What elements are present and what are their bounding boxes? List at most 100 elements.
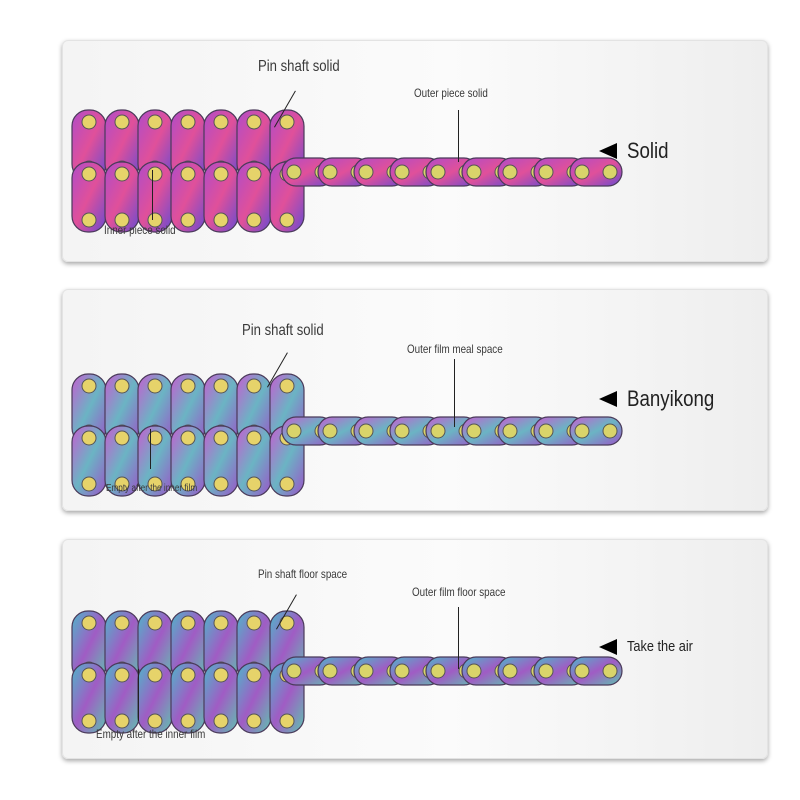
chain-pin <box>147 114 163 130</box>
chain-illustration <box>71 373 623 497</box>
chain-pin <box>81 667 97 683</box>
chain-pin <box>574 164 590 180</box>
chain-pin <box>114 430 130 446</box>
chain-pin <box>180 166 196 182</box>
type-tag: Banyikong <box>599 386 730 412</box>
chain-pin <box>466 423 482 439</box>
type-tag-text: Take the air <box>627 638 693 655</box>
chain-pin <box>180 114 196 130</box>
chain-pin <box>502 423 518 439</box>
chain-pin <box>430 164 446 180</box>
chain-pin <box>180 713 196 729</box>
chain-pin <box>81 430 97 446</box>
chain-illustration <box>71 109 623 233</box>
chain-pin <box>81 476 97 492</box>
chain-panel-banyikong: Pin shaft solid Outer film meal space Em… <box>62 289 768 511</box>
chain-pin <box>114 476 130 492</box>
chain-pin <box>394 423 410 439</box>
chain-pin <box>81 114 97 130</box>
chain-pin <box>147 430 163 446</box>
chain-pin <box>81 615 97 631</box>
chain-pin <box>286 423 302 439</box>
chain-pin <box>114 615 130 631</box>
chain-pin <box>213 166 229 182</box>
chain-pin <box>279 378 295 394</box>
chain-pin <box>180 667 196 683</box>
chain-pin <box>286 164 302 180</box>
chain-pin <box>246 615 262 631</box>
chain-pin <box>180 430 196 446</box>
chain-pin <box>180 212 196 228</box>
chain-panel-take-the-air: Pin shaft floor space Outer film floor s… <box>62 539 768 759</box>
chain-pin <box>147 667 163 683</box>
chain-pin <box>246 667 262 683</box>
outer-film-label: Outer film meal space <box>407 342 503 356</box>
chain-pin <box>466 164 482 180</box>
chain-illustration <box>71 610 623 734</box>
chain-pin <box>322 423 338 439</box>
inner-film-label: Empty after the inner film <box>96 727 206 741</box>
chain-pin <box>538 164 554 180</box>
chain-pin <box>81 378 97 394</box>
chain-pin <box>322 663 338 679</box>
chain-pin <box>394 164 410 180</box>
chain-pin <box>246 212 262 228</box>
chain-pin <box>246 476 262 492</box>
chain-pin <box>213 212 229 228</box>
chain-pin <box>538 663 554 679</box>
chain-pin <box>602 423 618 439</box>
chain-pin <box>246 166 262 182</box>
pin-shaft-label: Pin shaft floor space <box>258 567 348 581</box>
type-tag-text: Banyikong <box>627 386 715 411</box>
chain-pin <box>466 663 482 679</box>
chain-pin <box>81 713 97 729</box>
chain-pin <box>430 663 446 679</box>
chain-pin <box>147 378 163 394</box>
chain-pin <box>81 212 97 228</box>
type-tag: Solid <box>599 138 676 164</box>
chain-pin <box>246 114 262 130</box>
outer-piece-callout <box>458 110 459 162</box>
outer-film-label: Outer film floor space <box>412 585 506 599</box>
chain-pin <box>279 713 295 729</box>
inner-piece-callout <box>152 170 153 220</box>
chain-pin <box>246 430 262 446</box>
chain-pin <box>538 423 554 439</box>
chain-pin <box>147 476 163 492</box>
chain-pin <box>502 164 518 180</box>
chain-pin <box>246 713 262 729</box>
chain-pin <box>180 378 196 394</box>
left-triangle-icon <box>599 391 617 407</box>
left-triangle-icon <box>599 143 617 159</box>
chain-pin <box>213 667 229 683</box>
chain-pin <box>574 663 590 679</box>
inner-film-callout <box>150 429 151 469</box>
chain-panel-solid: Pin shaft solid Outer piece solid Inner … <box>62 40 768 262</box>
chain-pin <box>147 713 163 729</box>
chain-pin <box>574 423 590 439</box>
chain-pin <box>279 476 295 492</box>
chain-pin <box>114 166 130 182</box>
chain-pin <box>213 378 229 394</box>
chain-pin <box>246 378 262 394</box>
chain-pin <box>213 476 229 492</box>
pin-shaft-label: Pin shaft solid <box>258 58 340 75</box>
chain-pin <box>602 164 618 180</box>
type-tag-text: Solid <box>627 138 669 163</box>
chain-pin <box>114 114 130 130</box>
pin-shaft-label: Pin shaft solid <box>242 322 324 339</box>
chain-pin <box>147 166 163 182</box>
chain-pin <box>279 212 295 228</box>
chain-pin <box>147 212 163 228</box>
chain-pin <box>213 430 229 446</box>
chain-pin <box>502 663 518 679</box>
chain-pin <box>394 663 410 679</box>
inner-film-label: Empty after the inner film <box>106 483 198 494</box>
chain-pin <box>430 423 446 439</box>
chain-pin <box>286 663 302 679</box>
inner-piece-label: Inner piece solid <box>104 223 176 237</box>
chain-pin <box>358 663 374 679</box>
inner-film-callout <box>138 669 139 721</box>
outer-film-callout <box>458 607 459 669</box>
chain-pin <box>81 166 97 182</box>
